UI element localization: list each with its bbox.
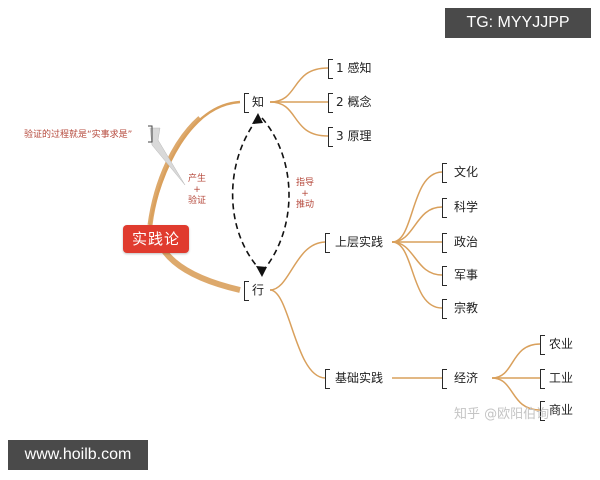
knowing-bracket [244, 93, 249, 113]
religion-bracket [442, 299, 447, 319]
religion-node: 宗教 [454, 301, 479, 315]
science-node: 科学 [454, 200, 479, 214]
dashed-arrow-knowing-to-doing [261, 117, 290, 273]
industry-node: 工业 [549, 371, 574, 385]
callout-pointer [149, 127, 186, 186]
branch-upper-culture [391, 171, 443, 243]
zhihu-watermark: 知乎 @欧阳伯询 [454, 407, 550, 422]
politics-bracket [442, 233, 447, 253]
dashed-arrow-doing-to-knowing [231, 117, 263, 273]
military-bracket [442, 266, 447, 286]
guide-label: 指导 [296, 178, 315, 188]
produce-label: 产生 [188, 174, 207, 184]
knowing-node: 知 [252, 95, 265, 109]
commerce-node: 商业 [549, 403, 574, 417]
branch-upper-science [391, 206, 443, 243]
branch-doing-upper [269, 241, 326, 291]
ganzhi-bracket [328, 59, 333, 79]
upper-bracket [325, 233, 330, 253]
tg-badge: TG: MYYJJPP [445, 8, 591, 38]
note-bracket-right [148, 125, 153, 143]
drive-label: 推动 [296, 200, 315, 210]
arrowhead-up [252, 113, 263, 124]
politics-node: 政治 [454, 235, 479, 249]
site-badge: www.hoilb.com [8, 440, 148, 470]
agriculture-bracket [540, 335, 545, 355]
branch-upper-military [391, 241, 443, 276]
science-bracket [442, 198, 447, 218]
upper-practice-node: 上层实践 [335, 235, 384, 249]
branch-upper-religion [391, 241, 443, 309]
military-node: 军事 [454, 268, 479, 282]
branch-economy-agri [491, 343, 541, 379]
root-node: 实践论 [123, 225, 189, 253]
doing-bracket [244, 281, 249, 301]
economy-bracket [442, 369, 447, 389]
branch-knowing-ganzhi [269, 67, 329, 103]
branch-knowing-yuanli [269, 101, 329, 137]
gainian-node: 2 概念 [336, 95, 372, 109]
plus-label-1: + [193, 185, 201, 195]
branch-economy-commerce [491, 377, 541, 411]
verification-note: 验证的过程就是“实事求是” [24, 130, 133, 140]
arrowhead-down [256, 266, 267, 277]
branch-doing-basic [269, 289, 326, 379]
agriculture-node: 农业 [549, 337, 574, 351]
verify-label: 验证 [188, 196, 207, 206]
produce-verify-label: 产生 + 验证 [188, 174, 206, 207]
yuanli-bracket [328, 127, 333, 147]
ganzhi-node: 1 感知 [336, 61, 372, 75]
plus-label-2: + [301, 189, 309, 199]
economy-node: 经济 [454, 371, 479, 385]
commerce-bracket [540, 401, 545, 421]
basic-bracket [325, 369, 330, 389]
guide-drive-label: 指导 + 推动 [296, 178, 314, 211]
industry-bracket [540, 369, 545, 389]
culture-node: 文化 [454, 165, 479, 179]
doing-node: 行 [252, 283, 265, 297]
basic-practice-node: 基础实践 [335, 371, 384, 385]
culture-bracket [442, 163, 447, 183]
yuanli-node: 3 原理 [336, 129, 372, 143]
gainian-bracket [328, 93, 333, 113]
